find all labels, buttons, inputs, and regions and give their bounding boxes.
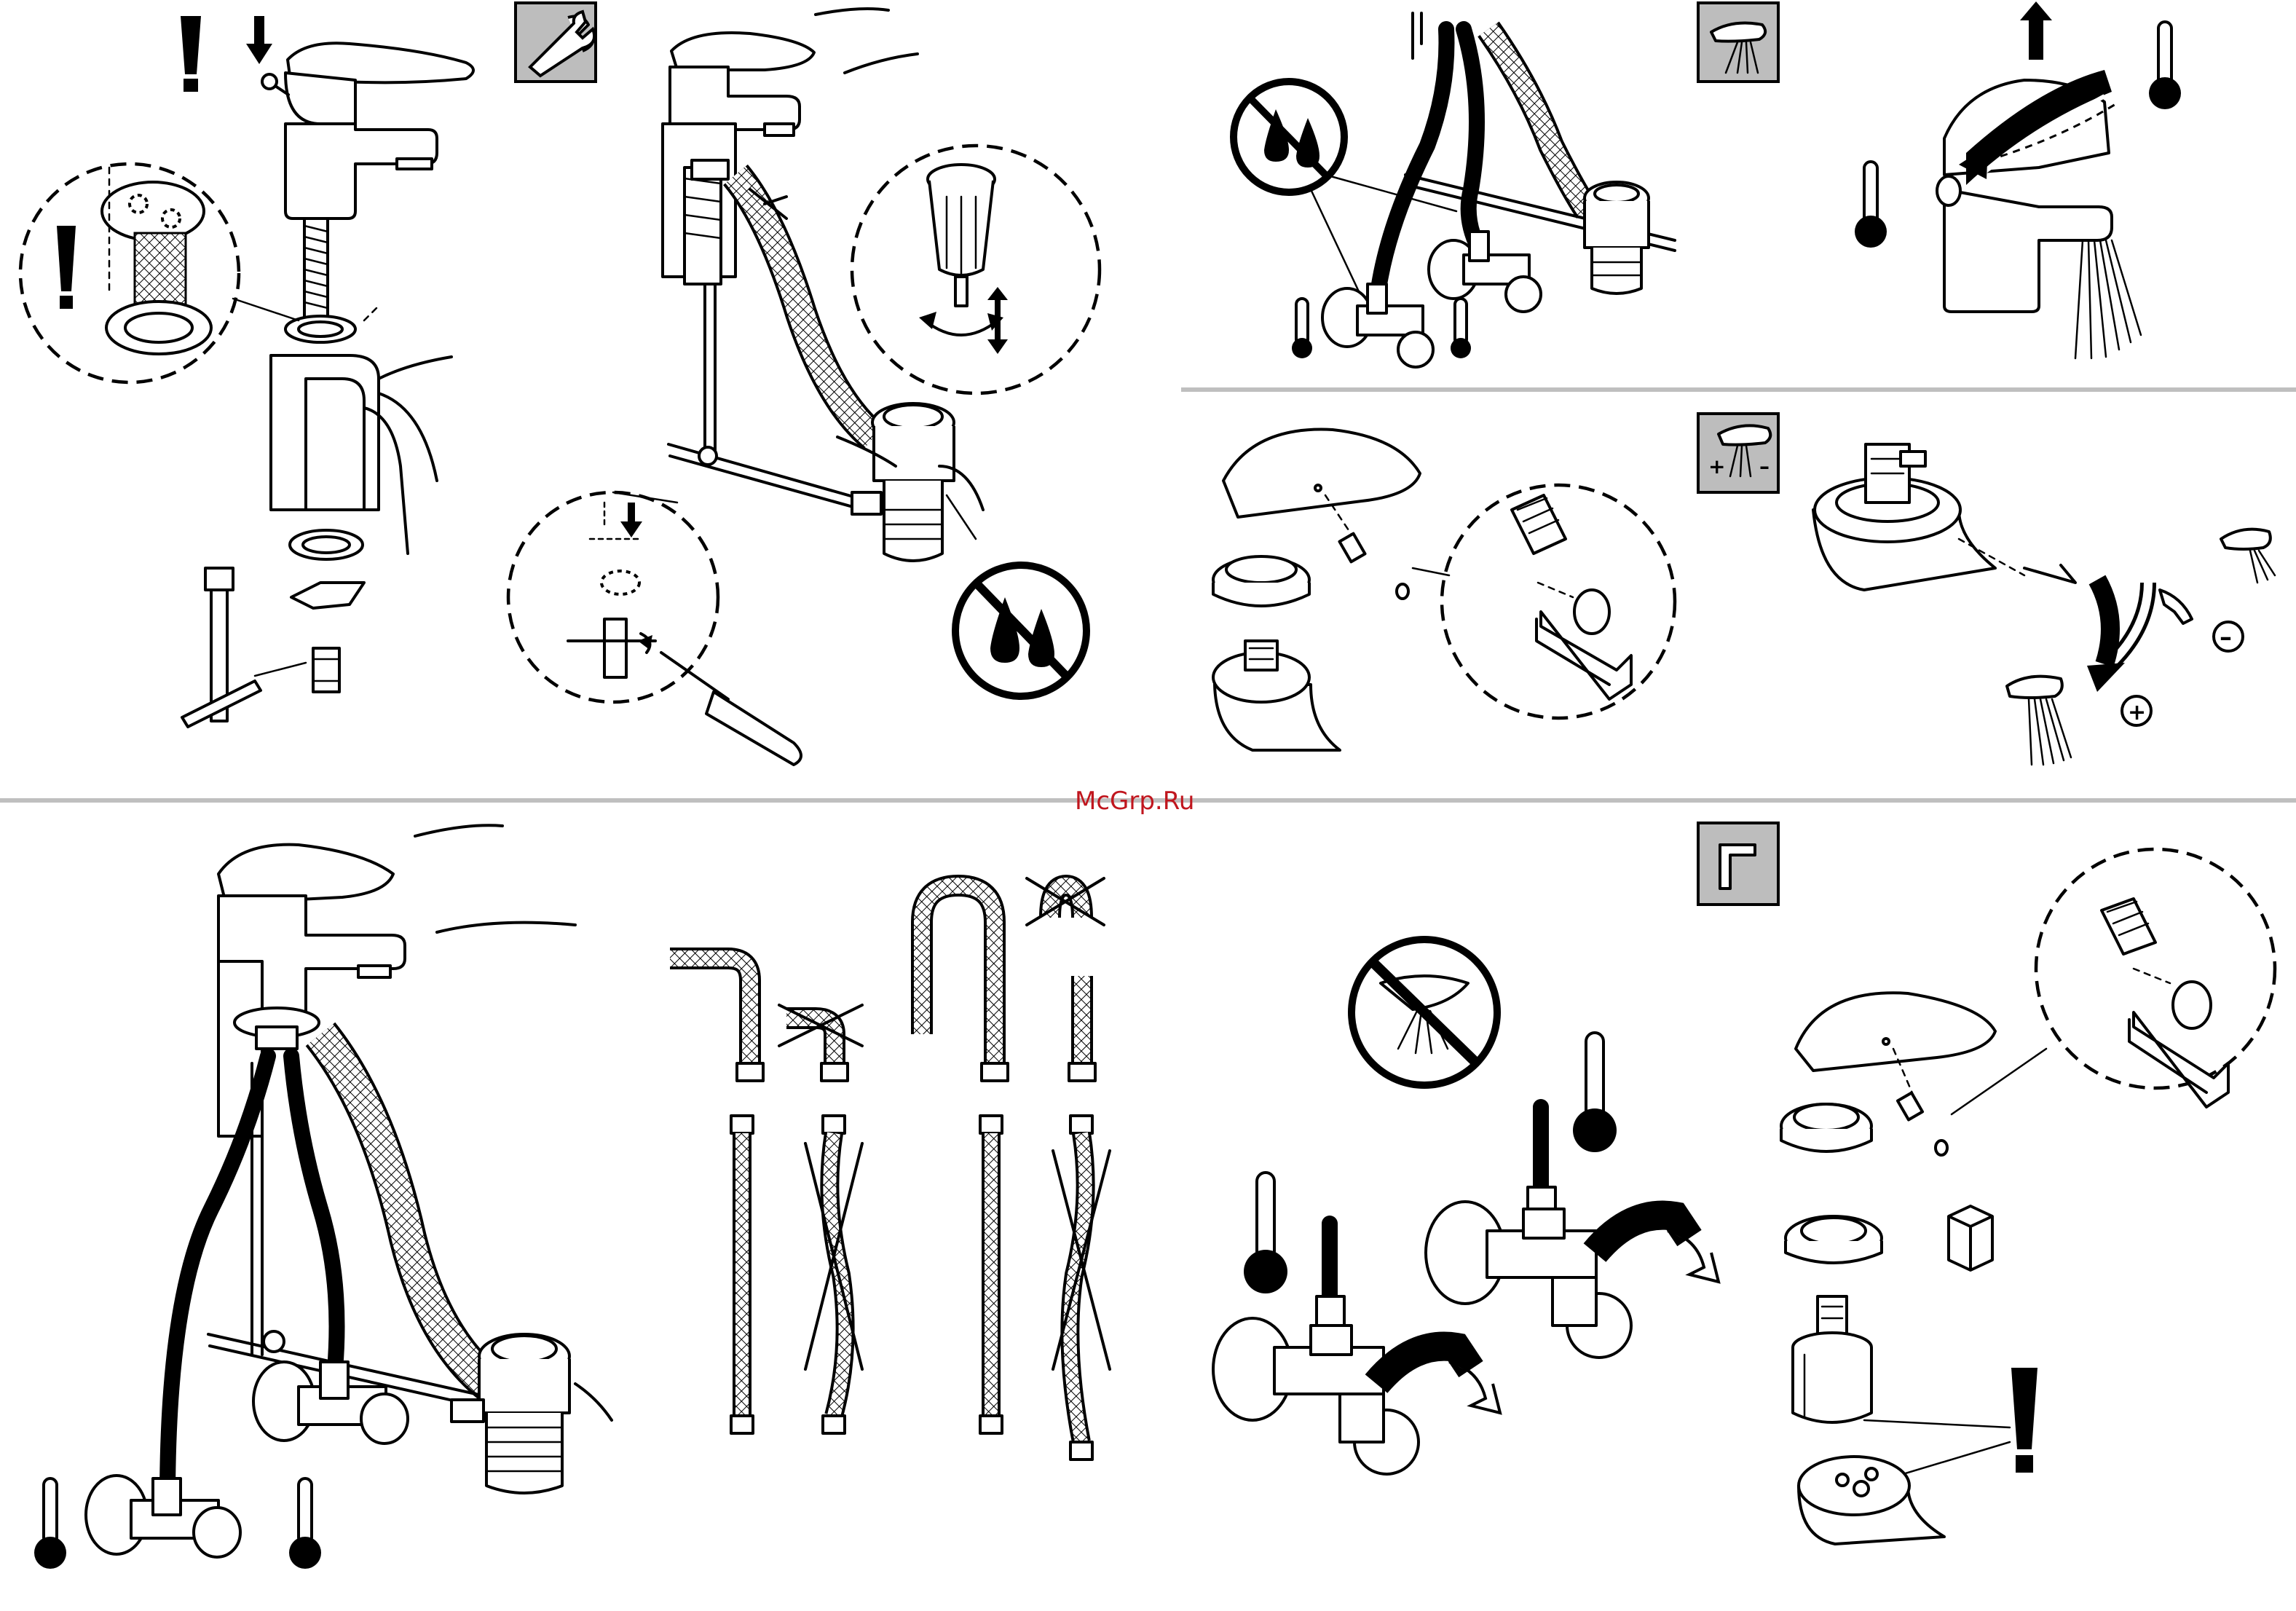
- cartridge-base: [1213, 641, 1340, 750]
- panel-flushing: [1234, 3, 1778, 367]
- thermometer-cold-icon: [1292, 299, 1312, 358]
- detail-circle-stopper: [852, 146, 1100, 393]
- sink-section-2: [663, 124, 735, 284]
- panel-hose-connection: [34, 825, 612, 1569]
- rotate-arrow-icon: [2087, 580, 2192, 692]
- faucet-lever-turn: [1937, 70, 2141, 358]
- detail-circle-clamp: [508, 492, 801, 765]
- no-water-symbol-icon: [947, 495, 1086, 696]
- grub-screw-2: [1898, 1093, 1922, 1120]
- grub-screw: [1339, 534, 1365, 562]
- limiter-base: [1813, 444, 2075, 590]
- t-wrench: [182, 568, 306, 727]
- lever-handle: [1223, 430, 1420, 539]
- thermometer-hot-icon-3: [289, 1478, 321, 1569]
- flow-adjust-tool-box: + –: [1698, 414, 1778, 492]
- hose-twisted-wrong-2: [1053, 1116, 1110, 1460]
- lever-handle-2: [1796, 993, 1995, 1100]
- detail-circle-left: [20, 164, 299, 382]
- thermometer-hot-icon-2: [2149, 22, 2181, 109]
- retaining-plate: [291, 583, 364, 608]
- panel-flow-limiter: + –: [1213, 414, 2275, 765]
- hose-twisted-wrong-1: [805, 1116, 862, 1433]
- flush-tool-box: [1698, 3, 1778, 82]
- angle-valve-hot: [1429, 232, 1541, 312]
- warning-exclamation-icon-2: [2011, 1368, 2037, 1473]
- panel-temperature-lever: [1855, 1, 2181, 358]
- lift-up-arrow-icon: [2020, 1, 2052, 60]
- cartridge-base-2: [1799, 1457, 1944, 1544]
- panel-hose-bending: [670, 878, 1110, 1460]
- thermometer-hot-icon: [1451, 299, 1471, 358]
- panel-cartridge: [1698, 823, 2275, 1544]
- sink-section: [271, 355, 451, 554]
- spray-small-icon: [2221, 529, 2275, 583]
- cartridge: [1793, 1296, 1871, 1422]
- faucet-body-2: [670, 9, 918, 135]
- press-down-arrow-icon: [246, 16, 272, 64]
- minus-sign: –: [2214, 622, 2243, 652]
- thermometer-hot-icon-4: [1573, 1033, 1617, 1152]
- hose-straight-correct-2: [980, 1116, 1002, 1433]
- spray-large-icon: [2007, 677, 2071, 765]
- panel-pop-up-waste: [508, 3, 1100, 765]
- hose-bend-wrong: [779, 1005, 862, 1081]
- thermometer-cold-icon-3: [34, 1478, 66, 1569]
- hose-u-bend-wrong: [1027, 878, 1104, 1081]
- angle-valve-cold: [1322, 284, 1433, 367]
- hose-straight-correct-1: [731, 1116, 753, 1433]
- fixing-nut: [313, 648, 339, 692]
- turn-arrow-right-icon: [1595, 1216, 1719, 1282]
- detail-circle-screw-2: [1952, 849, 2275, 1114]
- thermometer-cold-icon-4: [1244, 1173, 1287, 1293]
- warning-exclamation-icon: [181, 16, 201, 92]
- angle-valve-left: [1213, 1224, 1419, 1474]
- panel-faucet-installation: [20, 16, 473, 727]
- divider-right-top: [1181, 387, 2296, 392]
- drain-assembly-2: [1585, 182, 1649, 294]
- nut-and-socket: [1786, 1206, 1992, 1270]
- watermark-text: McGrp.Ru: [1075, 787, 1194, 816]
- hose-u-bend-correct: [922, 886, 1008, 1081]
- plus-label: +: [1708, 454, 1725, 478]
- thermometer-cold-icon-2: [1855, 162, 1887, 248]
- detail-circle-screw: [1413, 485, 1675, 718]
- minus-label: –: [1759, 454, 1770, 478]
- svg-text:–: –: [2220, 623, 2232, 652]
- turn-arrow-left-icon: [1376, 1347, 1500, 1413]
- svg-text:+: +: [2128, 700, 2146, 725]
- plus-sign: +: [2122, 696, 2151, 725]
- wrench-tool-box: [516, 3, 596, 82]
- faucet-body-3: [218, 825, 575, 1012]
- faucet-body: [262, 43, 473, 218]
- panel-valve-turn: [1213, 940, 1719, 1474]
- no-spray-symbol-icon: [1352, 940, 1497, 1085]
- angle-valve-cold-3: [86, 1476, 240, 1557]
- hose-bend-correct: [670, 958, 763, 1081]
- allen-key-tool-box: [1698, 823, 1778, 905]
